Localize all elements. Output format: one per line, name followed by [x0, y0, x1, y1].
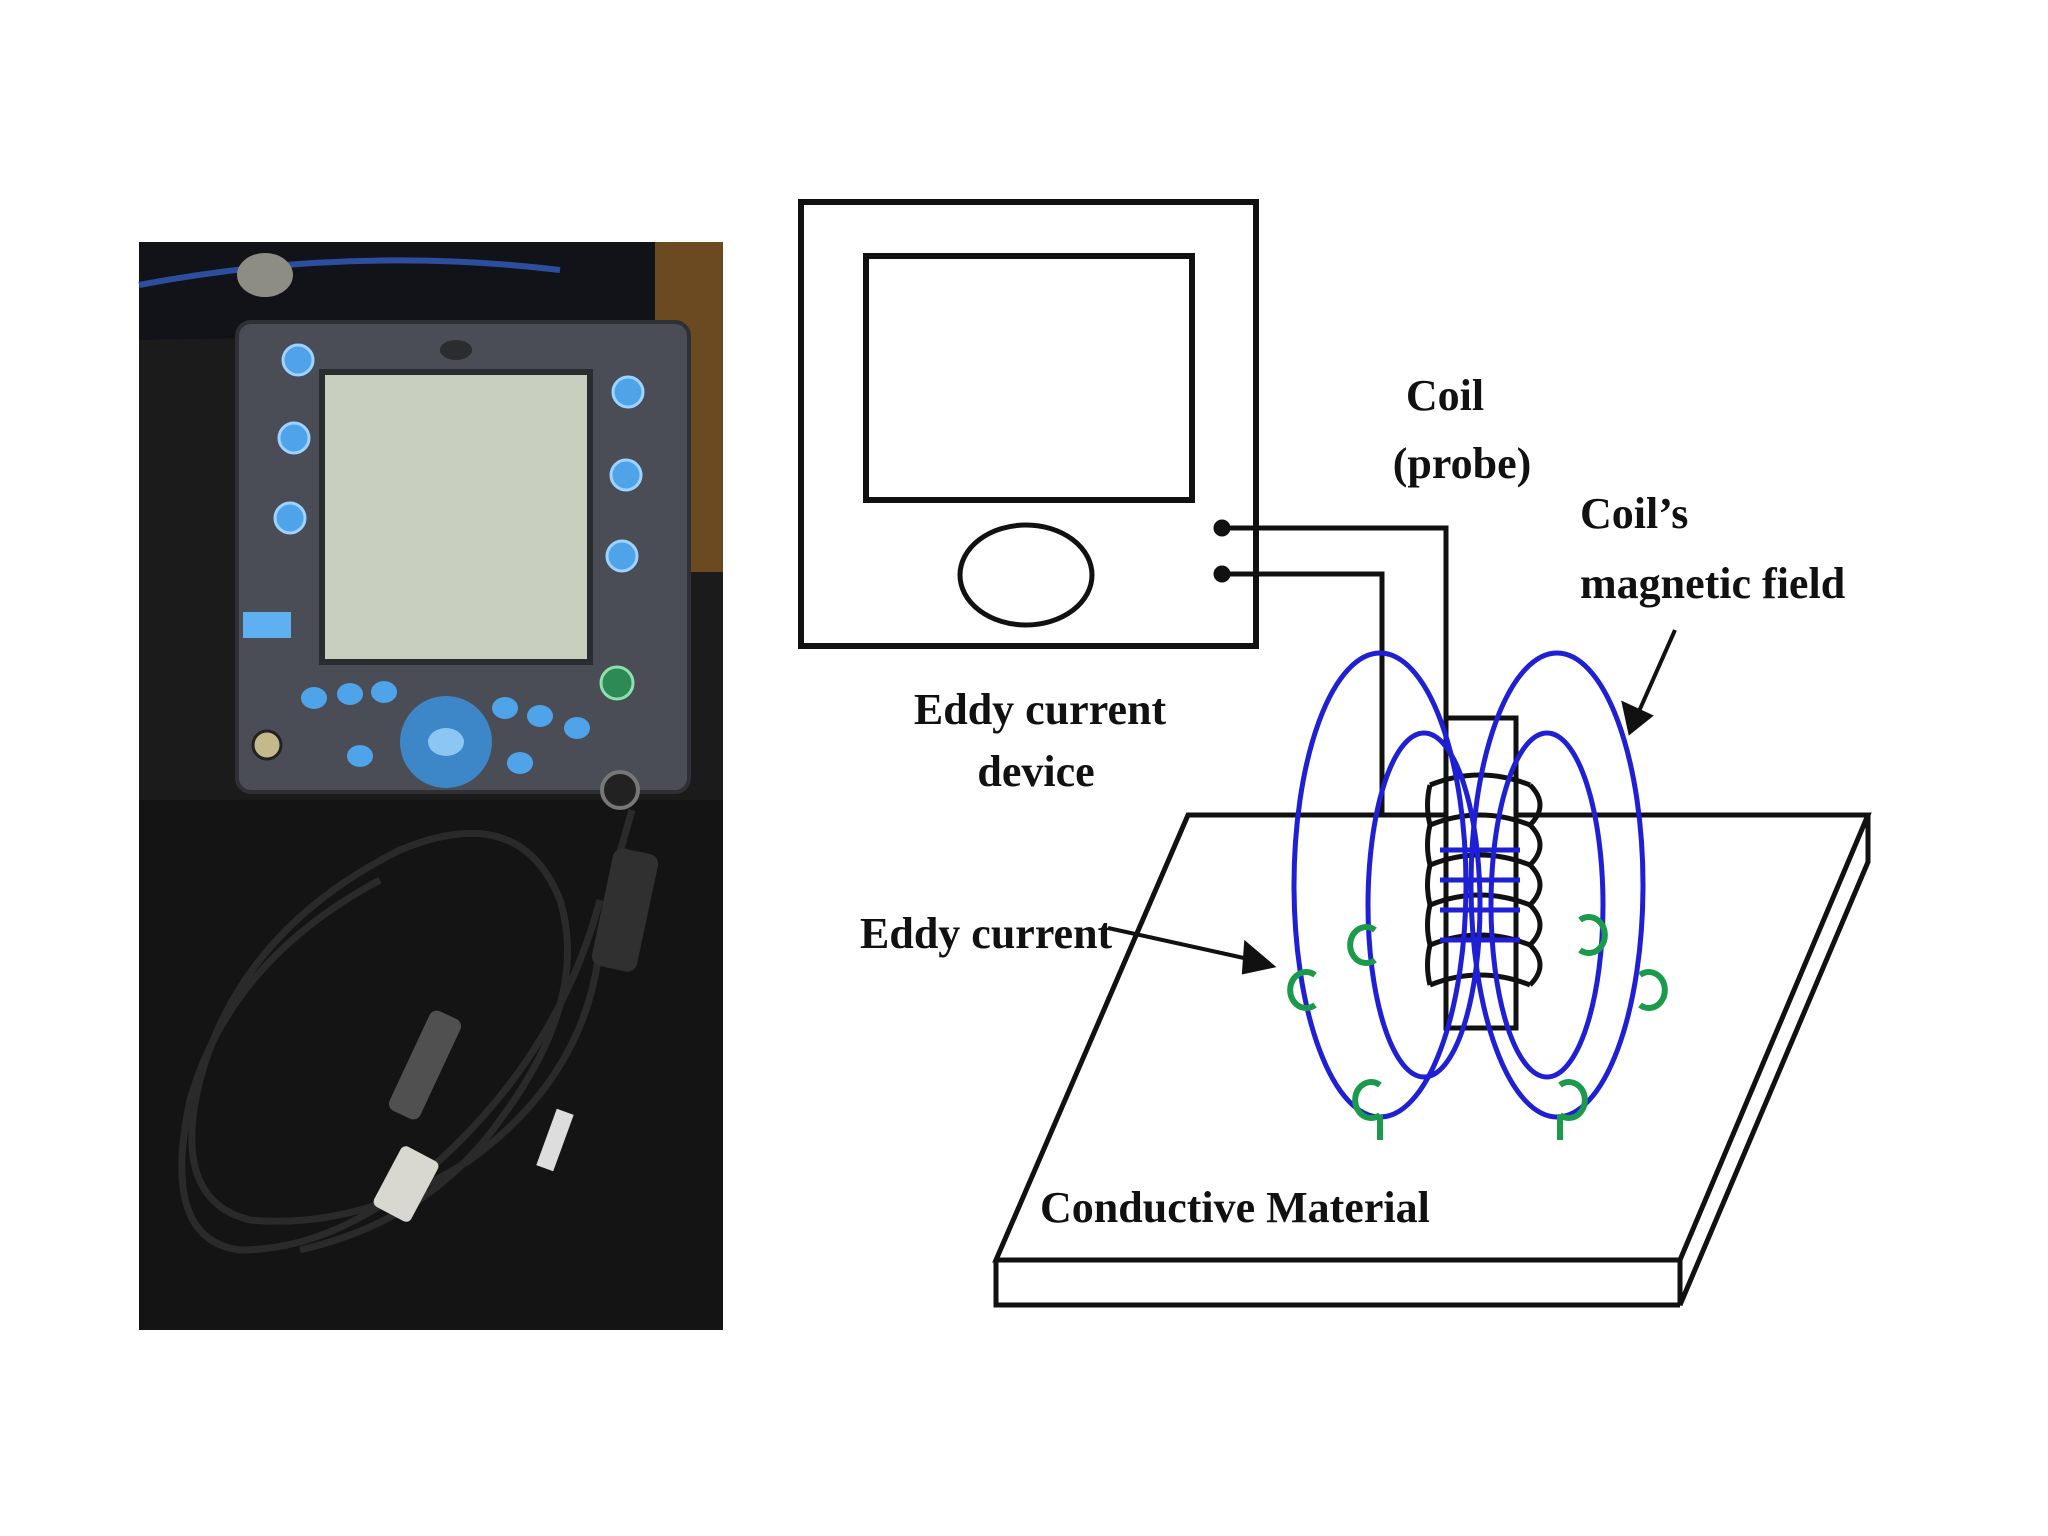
annotation-arrows — [1107, 629, 1677, 975]
probe-label — [536, 1108, 574, 1172]
device-label-line2: device — [977, 747, 1094, 796]
material-label: Conductive Material — [1040, 1183, 1430, 1232]
field-arrow — [1634, 629, 1677, 719]
device-logo — [440, 340, 472, 360]
field-loop-right-inner — [1488, 730, 1606, 1080]
device-display — [863, 253, 1195, 503]
device-key — [337, 683, 363, 705]
device-dial — [957, 522, 1095, 628]
device-screen — [319, 369, 593, 665]
device-button — [609, 458, 643, 492]
device-keypad — [301, 681, 590, 788]
field-label-line1: Coil’s — [1580, 489, 1688, 538]
device-key — [492, 697, 518, 719]
field-loop-left-inner — [1365, 730, 1483, 1080]
eddy-current-label: Eddy current — [860, 909, 1113, 958]
eddy-current-loops — [1287, 914, 1668, 1140]
device-button — [277, 421, 311, 455]
eddy-loop — [1352, 1079, 1382, 1121]
coil-label-line2: (probe) — [1393, 439, 1532, 488]
lead-wire-1 — [1222, 525, 1449, 730]
probe-handle — [591, 848, 659, 972]
device-key — [301, 687, 327, 709]
device-power-button — [599, 665, 635, 701]
device-probe-socket — [600, 770, 640, 810]
plate-side — [1677, 815, 1871, 1306]
device-label-line1: Eddy current — [914, 685, 1167, 734]
device-side-buttons — [273, 343, 645, 573]
coil-winding-right — [1526, 783, 1543, 987]
device-key — [507, 752, 533, 774]
plate-front — [993, 1260, 1680, 1308]
device-box — [798, 199, 1259, 649]
eddy-loop — [1638, 969, 1668, 1011]
device-key — [527, 705, 553, 727]
coil-label-line1: Coil — [1406, 371, 1484, 420]
device-dpad-center — [428, 728, 464, 756]
probe-tip — [388, 1010, 462, 1120]
device-button — [611, 375, 645, 409]
eddy-current-arrowhead — [1241, 939, 1277, 975]
device-tag — [243, 612, 291, 638]
eddy-loop — [1558, 1079, 1588, 1121]
probe-connector — [373, 1146, 439, 1222]
eddy-loop — [1287, 969, 1317, 1011]
eddy-loop — [1347, 924, 1377, 966]
field-arrowhead — [1621, 700, 1654, 736]
device-key — [564, 717, 590, 739]
device-button — [273, 501, 307, 535]
conductive-plate — [992, 812, 1872, 1308]
device-button — [605, 539, 639, 573]
device-button — [281, 343, 315, 377]
probe-cable — [178, 809, 636, 1254]
field-label-line2: magnetic field — [1580, 559, 1845, 608]
device-key — [347, 745, 373, 767]
photo-blue-strap — [138, 257, 561, 288]
device-connector-left — [251, 729, 283, 761]
field-lines-through-core — [1440, 847, 1520, 943]
coil-winding-left — [1425, 784, 1433, 986]
photo-bag-buckle — [237, 253, 293, 297]
device-key — [371, 681, 397, 703]
eddy-current-schematic — [798, 199, 1872, 1308]
device-photo — [138, 242, 723, 1330]
eddy-current-arrow — [1107, 926, 1263, 964]
eddy-loop — [1578, 914, 1608, 956]
